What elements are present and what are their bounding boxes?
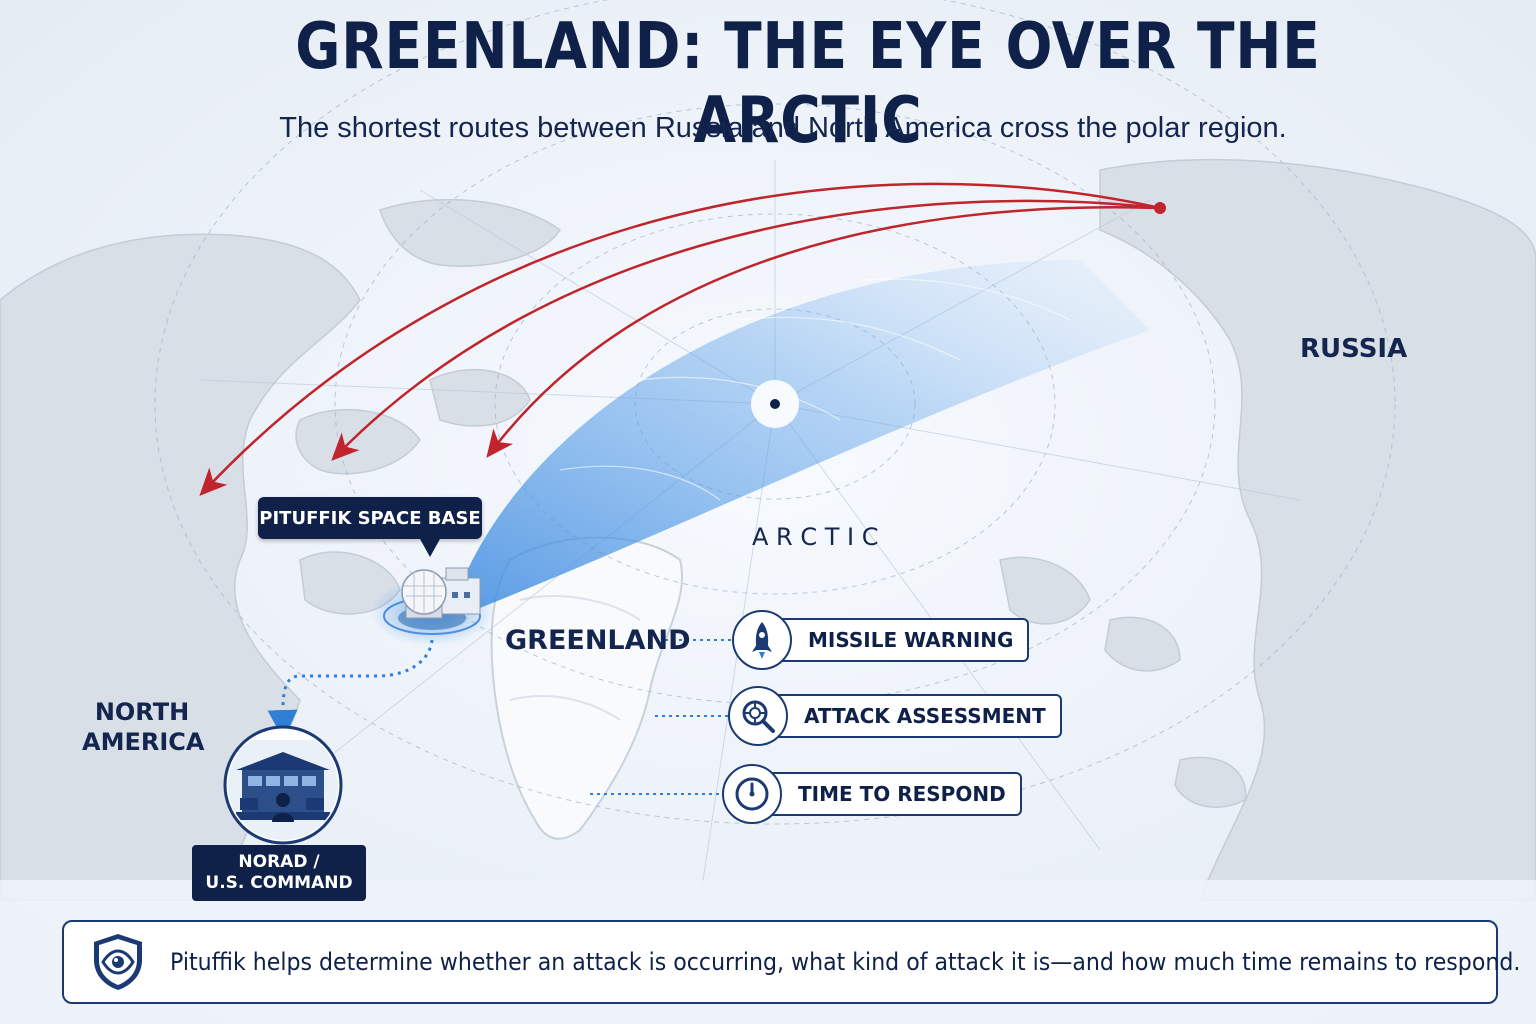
rocket-icon xyxy=(732,610,792,670)
region-label-north-america-line1: NORTH xyxy=(94,698,190,726)
feature-attack-assessment: ATTACK ASSESSMENT xyxy=(728,686,1062,746)
launch-origin-marker xyxy=(1154,202,1166,214)
radar-coverage-beam xyxy=(455,260,1150,612)
summary-panel: Pituffik helps determine whether an atta… xyxy=(62,920,1520,1004)
region-label-arctic: A R C T I C xyxy=(752,523,879,551)
land-greenland xyxy=(490,536,683,840)
pituffik-callout: PITUFFIK SPACE BASE xyxy=(258,497,482,557)
radar-beam-arcs xyxy=(559,278,1071,501)
shield-eye-icon xyxy=(86,930,150,994)
page-title: GREENLAND: THE EYE OVER THE ARCTIC xyxy=(295,10,1321,158)
missile-path-3 xyxy=(486,206,1161,458)
missile-path-2 xyxy=(331,199,1161,461)
feature-connectors xyxy=(590,639,732,795)
feature-label-attack-assessment: ATTACK ASSESSMENT xyxy=(768,694,1062,738)
missile-path-1 xyxy=(199,182,1161,497)
feature-time-to-respond: TIME TO RESPOND xyxy=(722,764,1022,824)
region-label-greenland: GREENLAND xyxy=(505,625,691,656)
pituffik-base-icon xyxy=(370,567,494,646)
base-to-command-link xyxy=(267,639,434,740)
region-label-russia: RUSSIA xyxy=(1300,334,1408,364)
missile-trajectories xyxy=(199,182,1161,497)
magnifier-target-icon xyxy=(728,686,788,746)
norad-command-icon xyxy=(223,725,343,845)
feature-missile-warning: MISSILE WARNING xyxy=(732,610,1030,670)
page-subtitle: The shortest routes between Russia and N… xyxy=(279,112,1287,144)
land-russia xyxy=(999,158,1536,901)
summary-text: Pituffik helps determine whether an atta… xyxy=(170,948,1521,976)
region-label-north-america-line2: AMERICA xyxy=(82,728,205,756)
clock-icon xyxy=(722,764,782,824)
norad-label: NORAD / U.S. COMMAND xyxy=(192,845,366,901)
region-label-north-america: NORTH AMERICA xyxy=(82,697,205,757)
north-pole-marker xyxy=(770,399,780,409)
feature-label-missile-warning: MISSILE WARNING xyxy=(772,618,1030,662)
norad-label-line2: U.S. COMMAND xyxy=(205,873,353,893)
norad-label-line1: NORAD / xyxy=(238,851,320,872)
feature-label-time-to-respond: TIME TO RESPOND xyxy=(762,772,1022,816)
